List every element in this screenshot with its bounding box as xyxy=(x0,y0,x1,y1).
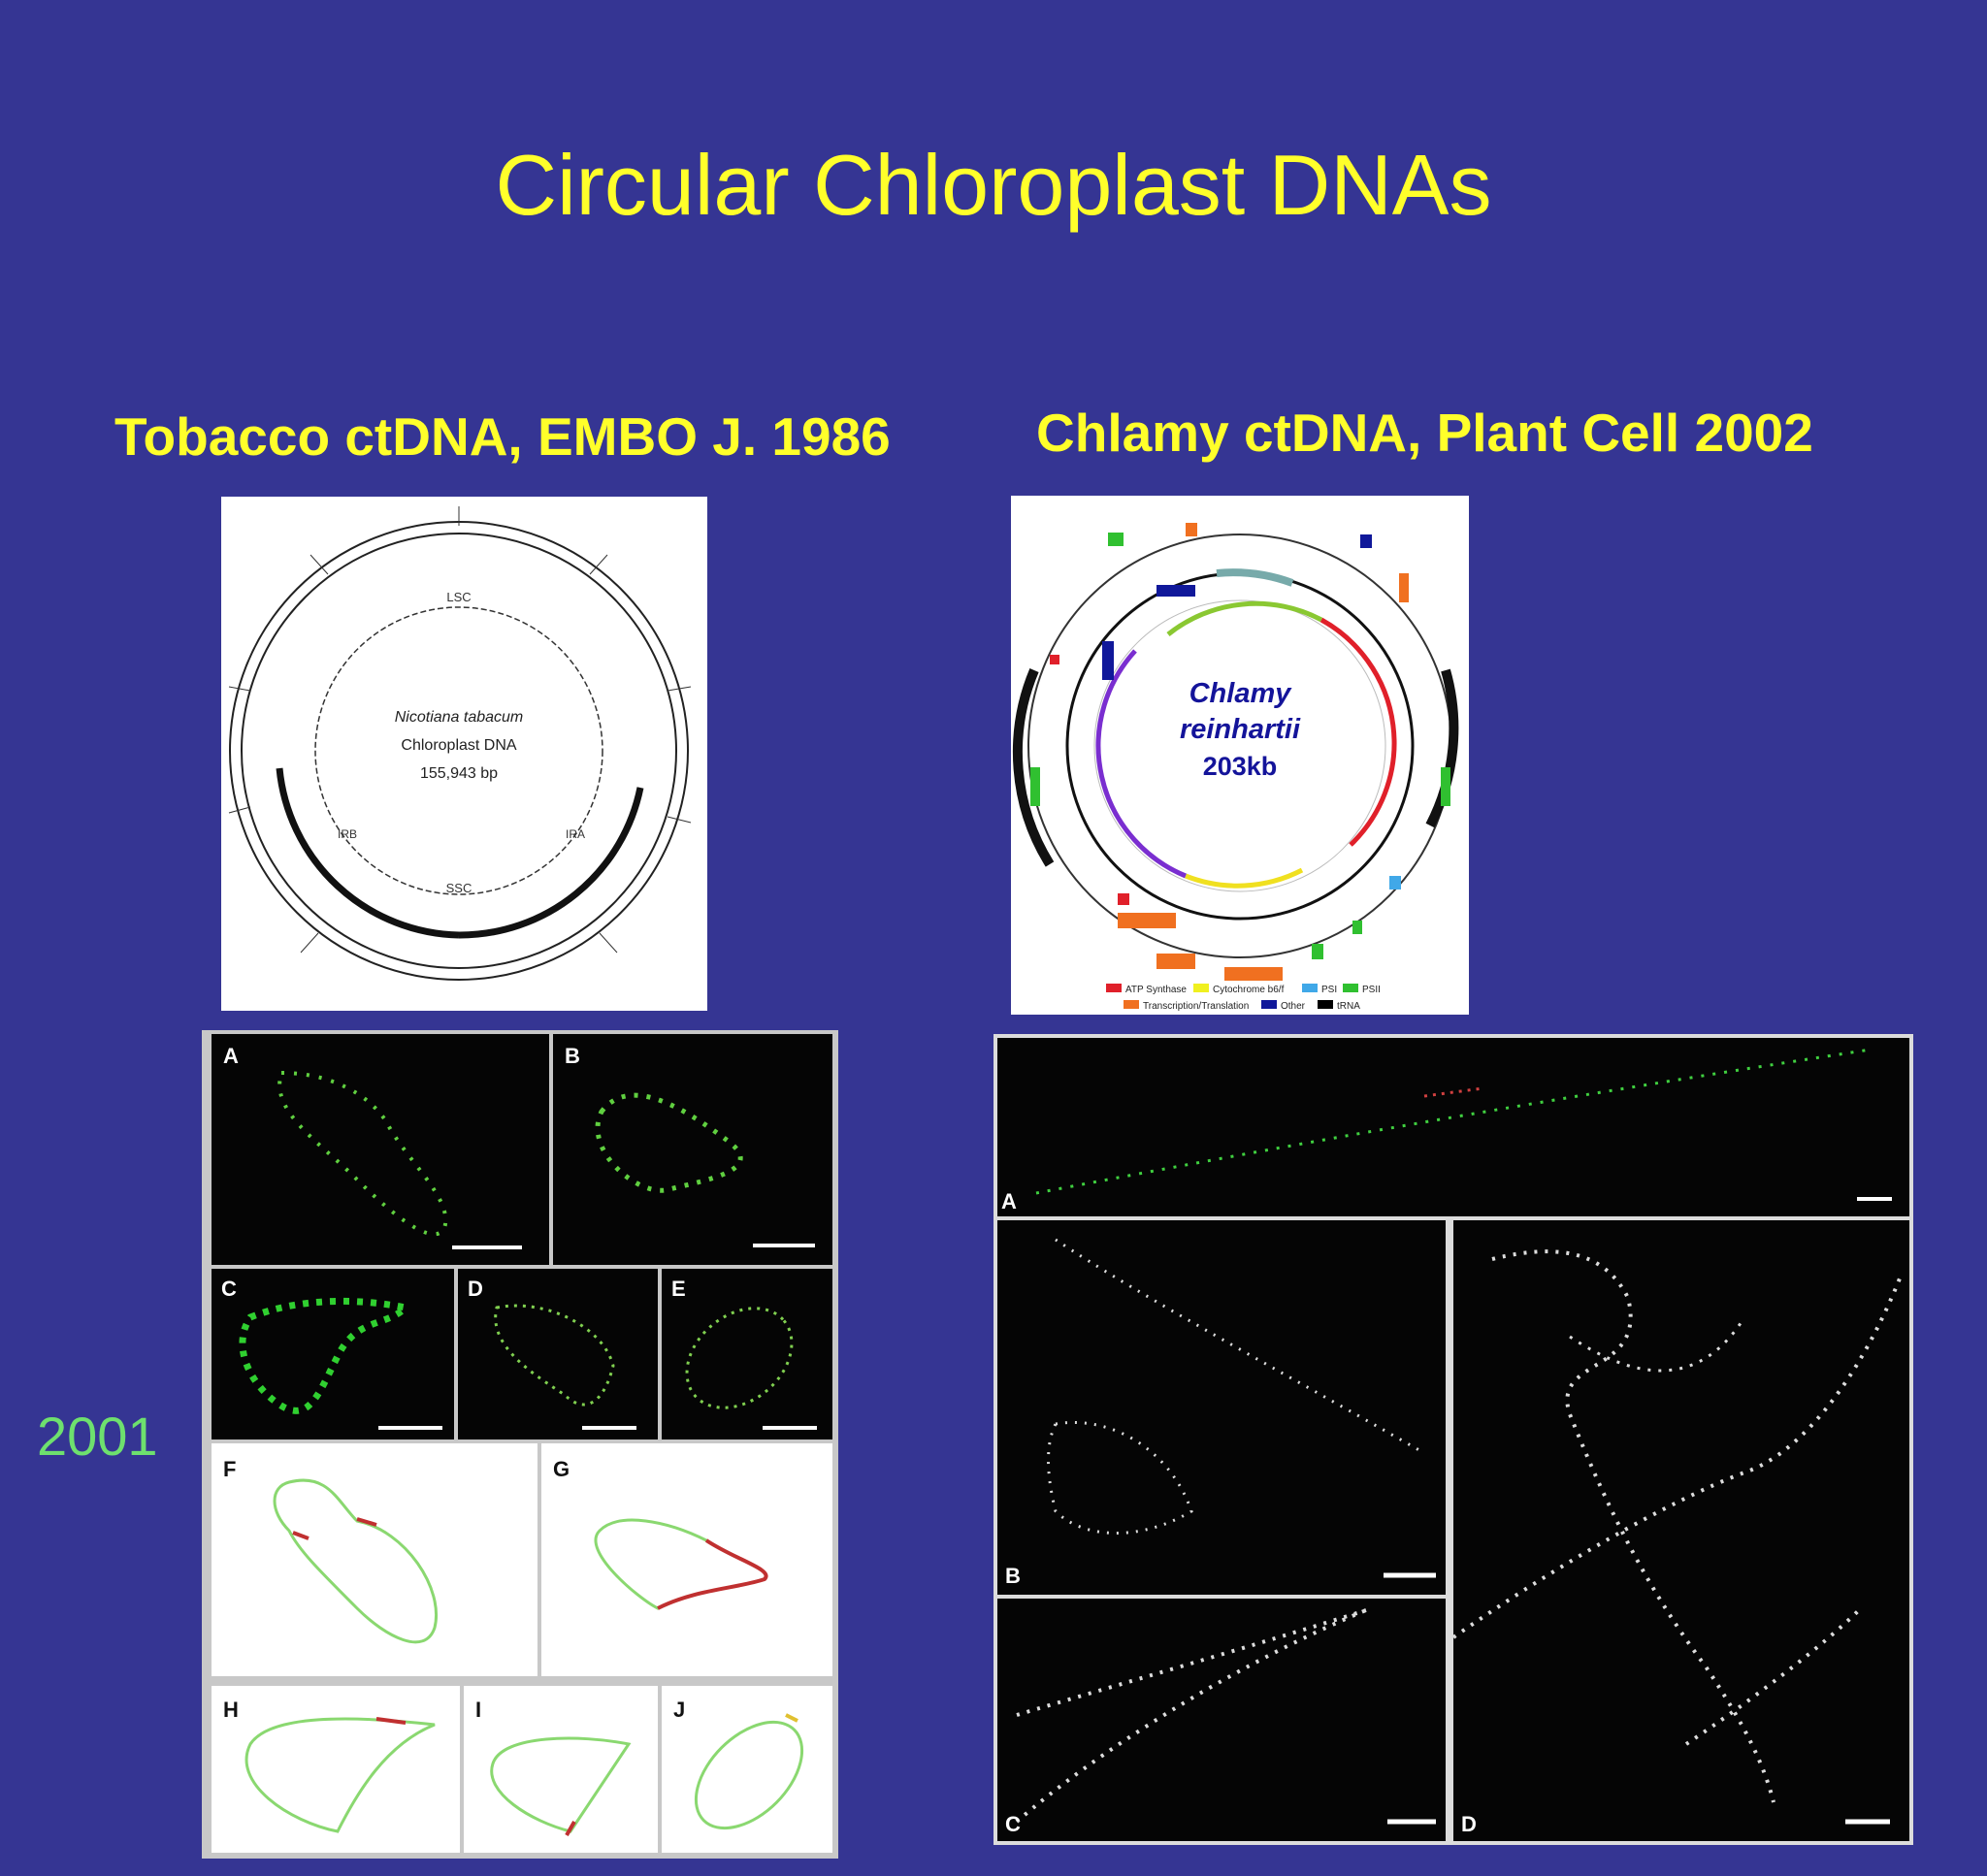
chlamy-map-line1: Chlamy xyxy=(1189,678,1293,709)
legend-swatch-trna xyxy=(1318,1000,1333,1009)
legend-swatch-atp xyxy=(1106,984,1122,992)
legend-label-atp: ATP Synthase xyxy=(1125,985,1187,995)
chlamy-heading: Chlamy ctDNA, Plant Cell 2002 xyxy=(1036,403,1813,463)
legend-label-transcription: Transcription/Translation xyxy=(1143,1001,1249,1012)
legend-label-psi: PSI xyxy=(1321,985,1337,995)
chlamy-microscopy-figure: A B C D xyxy=(994,1034,1913,1845)
chlamy-panel-a: A xyxy=(997,1038,1909,1216)
legend-swatch-cyt xyxy=(1193,984,1209,992)
tobacco-region-lsc: LSC xyxy=(446,590,471,604)
tobacco-panel-f: F xyxy=(212,1443,537,1676)
legend-label-psii: PSII xyxy=(1362,985,1381,995)
year-label: 2001 xyxy=(37,1406,158,1467)
tobacco-genome-map: LSC IRB SSC IRA Nicotiana tabacum Chloro… xyxy=(221,497,707,1011)
legend-label-trna: tRNA xyxy=(1337,1001,1360,1012)
chlamy-panel-b: B xyxy=(997,1220,1446,1595)
tobacco-panel-h: H xyxy=(212,1686,460,1853)
legend-swatch-psi xyxy=(1302,984,1318,992)
tobacco-panel-a: A xyxy=(212,1034,549,1265)
tobacco-microscopy-figure: A B C D E F G H I J xyxy=(202,1030,838,1859)
tobacco-panel-g: G xyxy=(541,1443,832,1676)
tobacco-panel-c: C xyxy=(212,1269,454,1439)
tobacco-panel-i: I xyxy=(464,1686,658,1853)
tobacco-heading: Tobacco ctDNA, EMBO J. 1986 xyxy=(114,406,891,467)
tobacco-region-irb: IRB xyxy=(338,827,357,841)
slide-title: Circular Chloroplast DNAs xyxy=(495,137,1492,233)
chlamy-panel-c: C xyxy=(997,1599,1446,1841)
tobacco-panel-d: D xyxy=(458,1269,658,1439)
legend-label-other: Other xyxy=(1281,1001,1306,1012)
tobacco-size: 155,943 bp xyxy=(420,765,498,782)
chlamy-map-line2: reinhartii xyxy=(1180,714,1301,745)
tobacco-dna-label: Chloroplast DNA xyxy=(401,737,516,754)
chlamy-map-size: 203kb xyxy=(1203,752,1278,781)
legend-label-cyt: Cytochrome b6/f xyxy=(1213,985,1285,995)
legend-swatch-other xyxy=(1261,1000,1277,1009)
tobacco-panel-b: B xyxy=(553,1034,832,1265)
chlamy-genome-map: Chlamy reinhartii 203kb ATP Synthase Cyt… xyxy=(1011,496,1469,1015)
tobacco-panel-j: J xyxy=(662,1686,832,1853)
legend-swatch-transcription xyxy=(1124,1000,1139,1009)
tobacco-region-ssc: SSC xyxy=(446,881,472,895)
tobacco-panel-e: E xyxy=(662,1269,832,1439)
tobacco-region-ira: IRA xyxy=(566,827,585,841)
legend-swatch-psii xyxy=(1343,984,1358,992)
chlamy-panel-d: D xyxy=(1453,1220,1909,1841)
tobacco-species: Nicotiana tabacum xyxy=(395,709,524,726)
